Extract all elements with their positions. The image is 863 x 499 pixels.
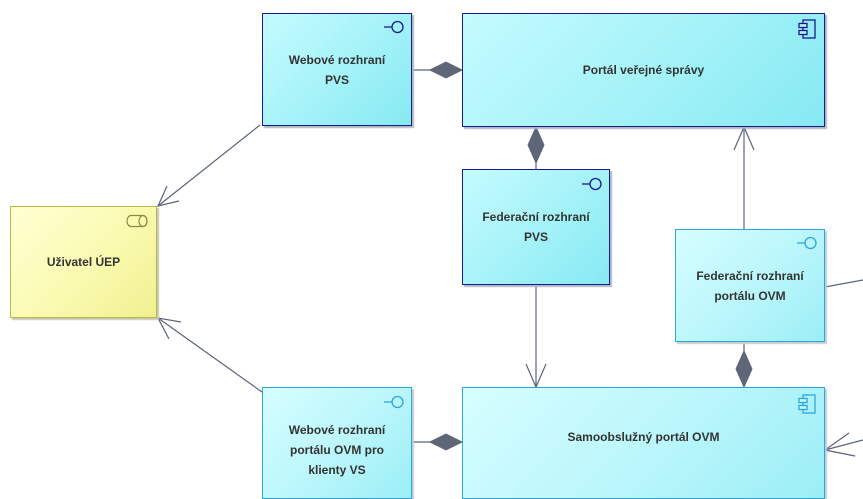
interface-icon bbox=[384, 20, 404, 34]
node-uzivatel-uep[interactable]: Uživatel ÚEP bbox=[10, 206, 157, 318]
connector-webove-pvs-to-uzivatel[interactable] bbox=[156, 124, 261, 207]
arrowhead-open bbox=[823, 432, 856, 457]
connector-offscreen-to-samoobsluzny[interactable] bbox=[823, 432, 863, 457]
node-webove-rozhrani-pvs[interactable]: Webové rozhraní PVS bbox=[262, 13, 412, 126]
connector-webove-ovm-to-uzivatel[interactable] bbox=[156, 317, 263, 393]
component-icon bbox=[798, 19, 816, 39]
node-label: Samoobslužný portál OVM bbox=[567, 430, 720, 444]
node-label: Federační rozhraní PVS bbox=[482, 210, 590, 244]
node-samoobsluzny-portal-ovm[interactable]: Samoobslužný portál OVM bbox=[462, 387, 825, 499]
role-icon bbox=[126, 214, 148, 228]
interface-icon bbox=[582, 177, 602, 191]
connector-samoobsluzny-to-federacni-ovm[interactable] bbox=[735, 342, 753, 389]
node-label: Uživatel ÚEP bbox=[46, 255, 121, 269]
connector-federacni-pvs-to-samoobsluzny[interactable] bbox=[525, 285, 547, 389]
node-label: Federační rozhraní portálu OVM bbox=[696, 268, 804, 303]
composition-diamond bbox=[527, 125, 545, 165]
node-portal-verejne-spravy[interactable]: Portál veřejné správy bbox=[462, 13, 825, 127]
composition-diamond bbox=[735, 349, 753, 389]
connector-portal-to-federacni-pvs[interactable] bbox=[527, 125, 545, 169]
composition-diamond bbox=[428, 61, 464, 79]
arrowhead-open bbox=[156, 185, 180, 207]
composition-diamond bbox=[428, 433, 464, 451]
connector-webove-pvs-to-portal[interactable] bbox=[412, 61, 464, 79]
interface-icon bbox=[384, 395, 404, 409]
node-federacni-rozhrani-portalu-ovm[interactable]: Federační rozhraní portálu OVM bbox=[675, 229, 825, 342]
node-label: Webové rozhraní portálu OVM pro klienty … bbox=[288, 423, 386, 477]
node-label: Portál veřejné správy bbox=[582, 63, 705, 77]
connector-federacni-ovm-to-portal[interactable] bbox=[733, 125, 755, 229]
arrowhead-open bbox=[733, 125, 755, 151]
node-webove-rozhrani-portalu-ovm[interactable]: Webové rozhraní portálu OVM pro klienty … bbox=[262, 387, 412, 499]
node-federacni-rozhrani-pvs[interactable]: Federační rozhraní PVS bbox=[462, 169, 610, 285]
node-label: Webové rozhraní PVS bbox=[288, 52, 386, 87]
interface-icon bbox=[797, 236, 817, 250]
connector-offscreen-to-federacni-ovm[interactable] bbox=[824, 279, 863, 288]
arrowhead-open bbox=[156, 317, 182, 340]
connector-webove-ovm-to-samoobsluzny[interactable] bbox=[412, 433, 464, 451]
component-icon bbox=[798, 394, 816, 414]
